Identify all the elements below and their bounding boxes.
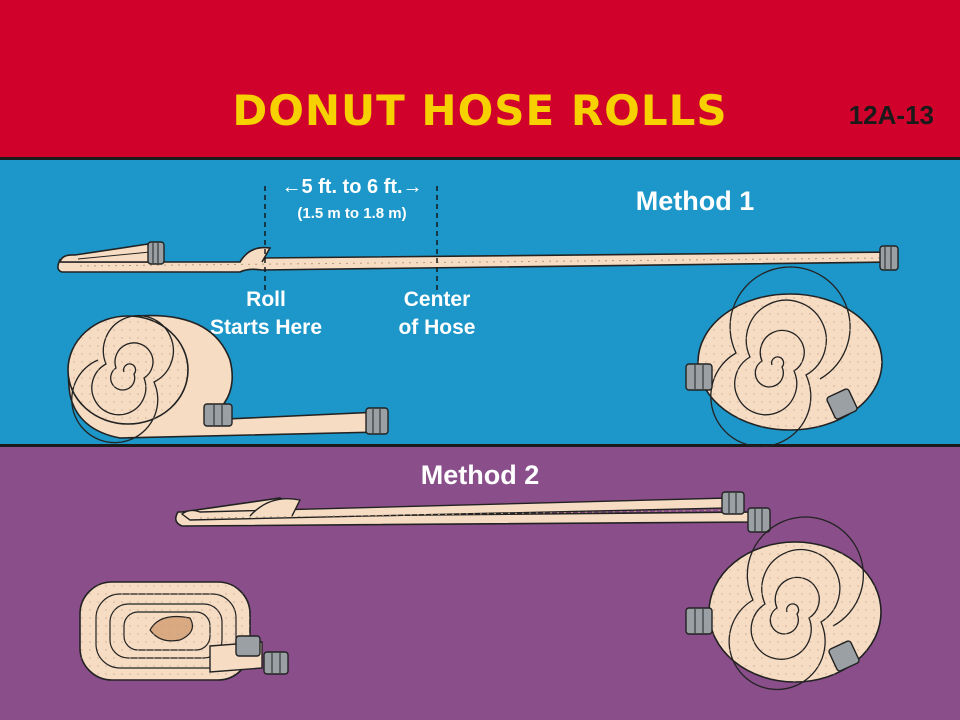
arrow-right-icon: → (402, 176, 423, 198)
method2-rolled-hose-left (79, 581, 289, 681)
coupling-icon (828, 640, 860, 672)
coupling-icon (747, 507, 771, 533)
dimension-marker (264, 186, 438, 290)
coupling-icon (685, 363, 713, 391)
roll-starts-label: Roll Starts Here (209, 288, 323, 339)
figure-number: 12A-13 (848, 100, 934, 130)
header-band: DONUT HOSE ROLLS 12A-13 (0, 0, 960, 157)
method1-rolled-hose-left (67, 314, 389, 444)
page-title: DONUT HOSE ROLLS (232, 86, 728, 135)
method1-title: Method 1 (635, 186, 755, 216)
coupling-icon (147, 241, 165, 265)
measurement-label: ←5 ft. to 6 ft.→ (281, 176, 423, 198)
method2-title: Method 2 (420, 460, 540, 490)
coupling-icon (826, 388, 858, 420)
coupling-icon (235, 635, 261, 657)
method1-rolled-hose-right (685, 266, 883, 448)
method2-flat-hose (174, 491, 771, 533)
center-of-hose-label: Center of Hose (398, 288, 476, 339)
method2-rolled-hose-right (685, 516, 882, 691)
coupling-icon (685, 607, 713, 635)
coupling-icon (721, 491, 745, 515)
coupling-icon (263, 651, 289, 675)
method1-flat-hose (57, 241, 899, 273)
measurement-metric-label: (1.5 m to 1.8 m) (297, 205, 407, 222)
arrow-left-icon: ← (281, 176, 302, 198)
coupling-icon (879, 245, 899, 271)
coupling-icon (365, 407, 389, 435)
coupling-icon (203, 403, 233, 427)
